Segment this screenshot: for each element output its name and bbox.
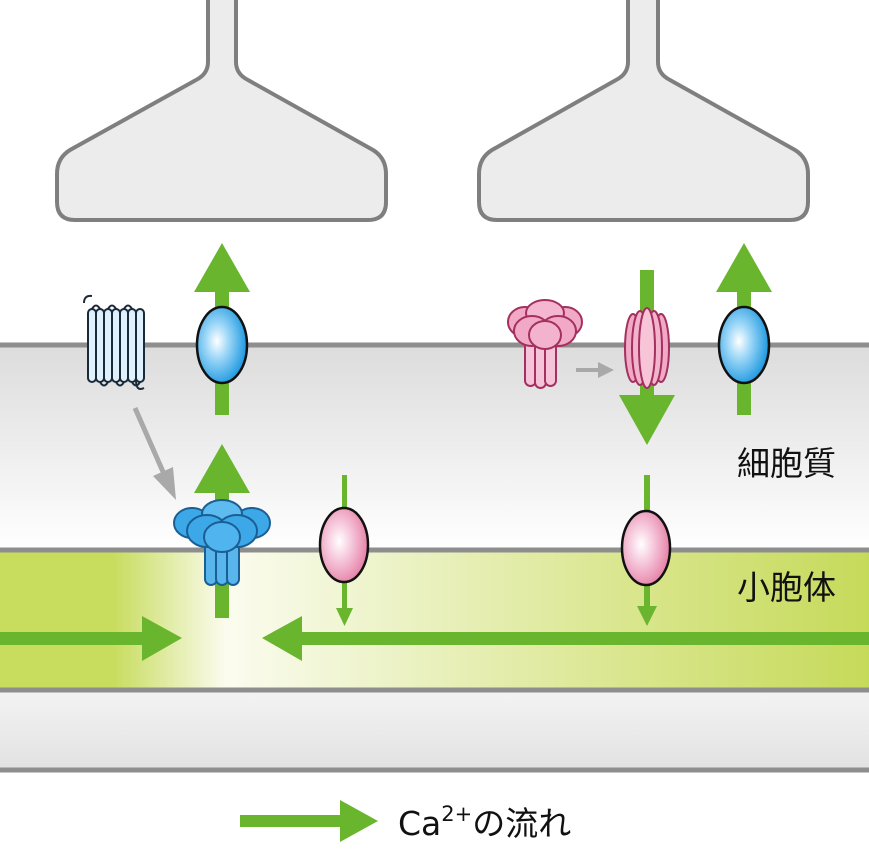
legend-superscript: 2+ xyxy=(441,802,473,826)
flow-arrow-horizontal-left xyxy=(0,616,182,661)
cell-structure-left xyxy=(55,0,388,222)
legend-prefix: Ca xyxy=(398,804,442,843)
signal-arrow-gpcr-to-receptor xyxy=(132,406,176,500)
pink-receptor-channel-icon xyxy=(507,299,583,389)
pink-ion-channel-icon xyxy=(620,509,672,587)
legend-flow-arrow xyxy=(240,800,378,842)
flow-arrow-horizontal-right xyxy=(262,616,869,661)
legend-label: Ca2+の流れ xyxy=(398,802,572,843)
pink-ion-channel-icon xyxy=(318,506,370,584)
blue-ion-channel-icon xyxy=(717,305,771,385)
cell-structure-right xyxy=(477,0,810,222)
pink-pump-icon xyxy=(624,307,670,389)
label-vesicle: 小胞体 xyxy=(737,568,836,607)
legend-suffix: の流れ xyxy=(472,804,572,843)
gpcr-icon xyxy=(83,294,145,390)
label-cytoplasm: 細胞質 xyxy=(737,444,836,483)
signal-arrows xyxy=(132,362,614,500)
blue-receptor-channel-icon xyxy=(173,499,271,586)
signal-arrow-pink-to-channel xyxy=(576,362,614,378)
blue-ion-channel-icon xyxy=(195,305,249,385)
lower-band xyxy=(0,690,869,770)
